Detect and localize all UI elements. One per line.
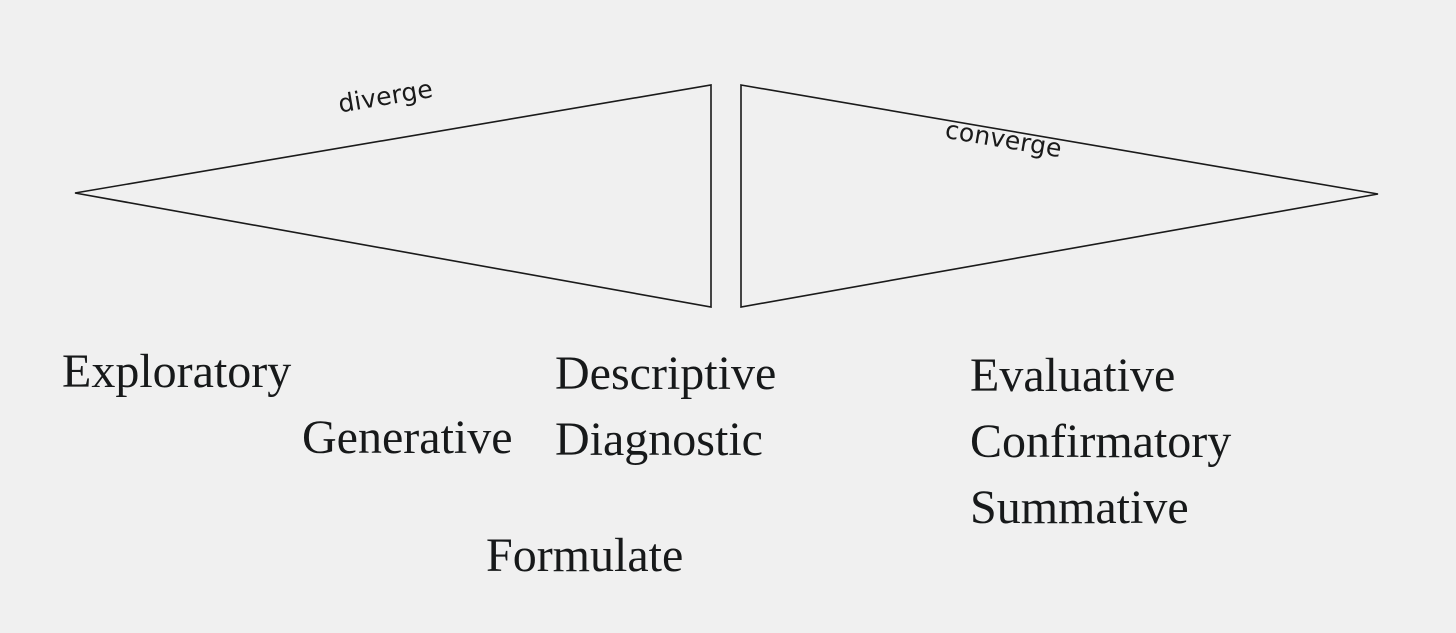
term-descriptive: Descriptive: [555, 347, 777, 400]
term-confirmatory: Confirmatory: [970, 415, 1232, 468]
term-diagnostic: Diagnostic: [555, 413, 763, 466]
term-evaluative: Evaluative: [970, 349, 1176, 402]
term-summative: Summative: [970, 481, 1189, 534]
converge-triangle: [741, 85, 1378, 307]
term-generative: Generative: [302, 411, 513, 464]
term-exploratory: Exploratory: [62, 345, 292, 398]
diverge-triangle: [75, 85, 711, 307]
term-formulate: Formulate: [486, 529, 684, 582]
